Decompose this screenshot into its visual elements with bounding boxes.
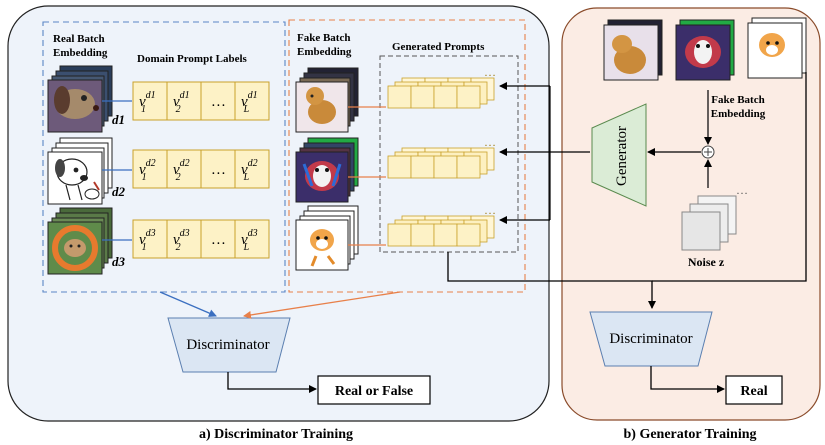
- real-image-stack-d2: [47, 137, 113, 205]
- generated-prompt-cell: [410, 155, 435, 179]
- fake-batch-group: [288, 19, 526, 293]
- generator-label: Generator: [614, 126, 630, 186]
- output-a-label: Real or False: [335, 384, 413, 399]
- fake-image-stack-3: [295, 205, 359, 271]
- real-batch-label-line1: Real Batch: [53, 33, 105, 45]
- generated-prompts-heading: Generated Prompts: [392, 41, 485, 53]
- generated-prompt-cell: [456, 223, 481, 247]
- fake-batch-label-line2: Embedding: [297, 46, 352, 58]
- discriminator-a-label: Discriminator: [186, 337, 269, 353]
- prompt-cell: [132, 149, 168, 189]
- generator-shape: [591, 103, 647, 207]
- arrow-to-real: [650, 366, 725, 393]
- route-from-fake-batch: [652, 72, 807, 282]
- fake-image-stack-2: [295, 137, 359, 203]
- panel-b-fake-images: [603, 17, 807, 81]
- prompt-cell: [166, 81, 202, 121]
- prompt-cell: [234, 219, 270, 259]
- fake-batch-label-line1: Fake Batch: [297, 32, 350, 44]
- fake-image-stack-1: [295, 67, 359, 133]
- output-b-box: [725, 375, 783, 405]
- prompt-token: …: [212, 232, 225, 248]
- orange-arrow-to-discriminator: [243, 291, 401, 319]
- generated-prompt-stacks: … … …: [387, 65, 496, 247]
- real-batch-label-line2: Embedding: [53, 47, 108, 59]
- real-image-stack-d1: [47, 65, 113, 133]
- discriminator-b-shape: [589, 311, 713, 367]
- ellipsis-mark: …: [484, 203, 496, 217]
- generated-prompt-cell: [456, 85, 481, 109]
- generated-prompt-cell: [456, 155, 481, 179]
- real-batch-group: [42, 21, 286, 293]
- arrow-to-real-or-false: [227, 372, 317, 393]
- discriminator-b-label: Discriminator: [609, 331, 692, 347]
- output-b-label: Real: [740, 384, 767, 399]
- svg-text:…: …: [736, 183, 748, 197]
- prompt-cell: [234, 81, 270, 121]
- generated-prompt-cell: [387, 85, 412, 109]
- noise-image: …: [681, 183, 748, 251]
- noise-label: Noise z: [688, 255, 725, 269]
- caption-a: a) Discriminator Training: [199, 427, 353, 442]
- panel-b-fake-batch-line1: Fake Batch: [711, 94, 764, 106]
- ellipsis-mark: …: [484, 135, 496, 149]
- domain-label-d2: d2: [112, 184, 126, 199]
- prompt-cell: [200, 219, 236, 259]
- arrow-prompts-to-discriminator-b: [447, 252, 656, 309]
- generated-prompt-cell: [433, 85, 458, 109]
- generated-prompt-cell: [410, 85, 435, 109]
- generated-prompt-cell: [410, 223, 435, 247]
- prompt-cell: [166, 149, 202, 189]
- blue-arrow-to-discriminator: [159, 291, 217, 317]
- domain-label-d1: d1: [112, 112, 125, 127]
- prompt-cell: [234, 149, 270, 189]
- generated-prompts-group: [379, 55, 519, 253]
- output-a-box: [317, 375, 431, 405]
- prompt-cell: [132, 81, 168, 121]
- ellipsis-mark: …: [484, 65, 496, 79]
- prompt-token: …: [212, 94, 225, 110]
- real-image-stack-d3: [47, 207, 113, 275]
- domain-prompt-labels-heading: Domain Prompt Labels: [137, 53, 248, 65]
- prompt-cell: [132, 219, 168, 259]
- generated-prompt-cell: [433, 223, 458, 247]
- caption-b: b) Generator Training: [624, 427, 757, 442]
- domain-label-d3: d3: [112, 254, 126, 269]
- generated-prompt-cell: [387, 155, 412, 179]
- prompt-token: …: [212, 162, 225, 178]
- generated-prompt-cell: [433, 155, 458, 179]
- panel-b-fake-batch-line2: Embedding: [711, 108, 766, 120]
- generated-prompt-cell: [387, 223, 412, 247]
